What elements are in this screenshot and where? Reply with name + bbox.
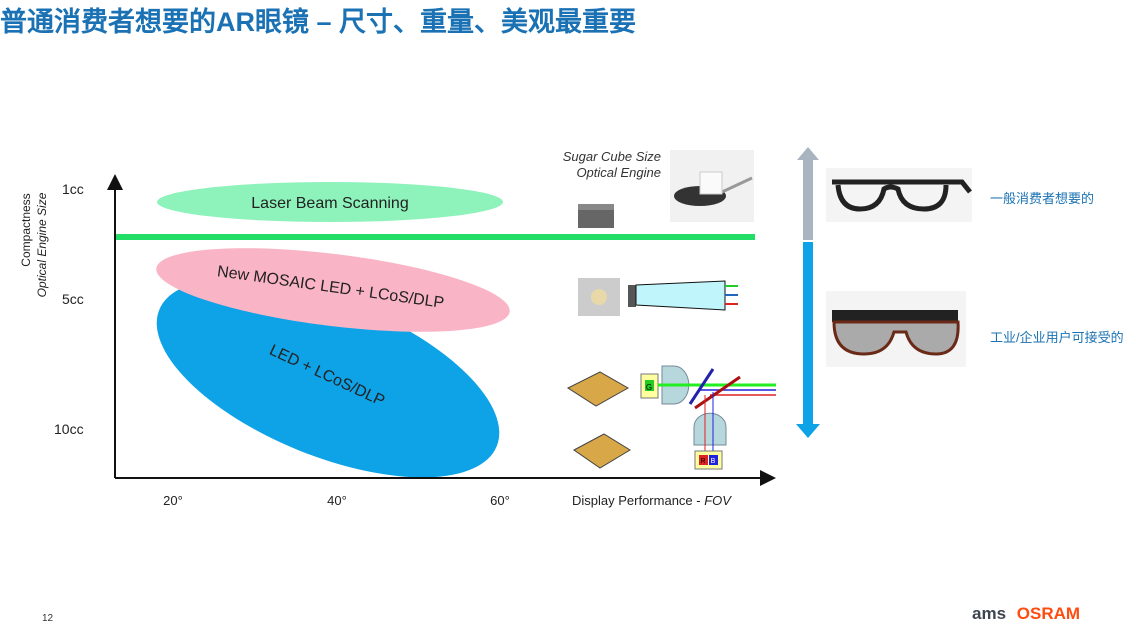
laser-ellipse — [157, 182, 503, 222]
led-lcos-ellipse — [156, 278, 500, 478]
y-axis-subtitle: Optical Engine Size — [35, 192, 49, 297]
mosaic-led-diagram — [578, 278, 738, 316]
consumer-glasses-image — [826, 168, 972, 222]
x-axis-title: Display Performance - FOV — [572, 493, 732, 508]
mosaic-ellipse — [156, 248, 510, 332]
sugar-cube-photo — [670, 150, 754, 222]
y-tick: 10cc — [54, 421, 84, 437]
red-led-label: R — [700, 458, 705, 465]
blue-led-label: B — [711, 458, 716, 465]
green-threshold-line — [115, 234, 755, 240]
industrial-glasses-image — [826, 291, 966, 367]
ellipse-label-laser: Laser Beam Scanning — [251, 195, 408, 212]
green-led-label: G — [646, 383, 652, 392]
x-tick: 40° — [327, 493, 347, 508]
x-tick: 20° — [163, 493, 183, 508]
page-number: 12 — [42, 613, 54, 624]
sugar-cube-label: Sugar Cube Size — [563, 149, 661, 164]
led-combiner-diagram: G R B — [640, 365, 776, 470]
led-chips — [566, 371, 631, 469]
consumer-label: 一般消费者想要的 — [990, 191, 1095, 206]
ams-logo: ams — [972, 604, 1007, 623]
y-tick: 1cc — [62, 181, 84, 197]
size-arrow — [796, 147, 820, 438]
y-axis-title: Compactness — [19, 193, 33, 266]
laser-module-icon — [578, 204, 614, 228]
page-title: 普通消费者想要的AR眼镜 – 尺寸、重量、美观最重要 — [0, 7, 637, 37]
x-tick: 60° — [490, 493, 510, 508]
logo: ams OSRAM — [972, 604, 1080, 624]
y-tick: 5cc — [62, 291, 84, 307]
sugar-cube-label: Optical Engine — [576, 165, 661, 180]
osram-logo: OSRAM — [1016, 604, 1081, 623]
industrial-label: 工业/企业用户可接受的 — [990, 330, 1124, 345]
